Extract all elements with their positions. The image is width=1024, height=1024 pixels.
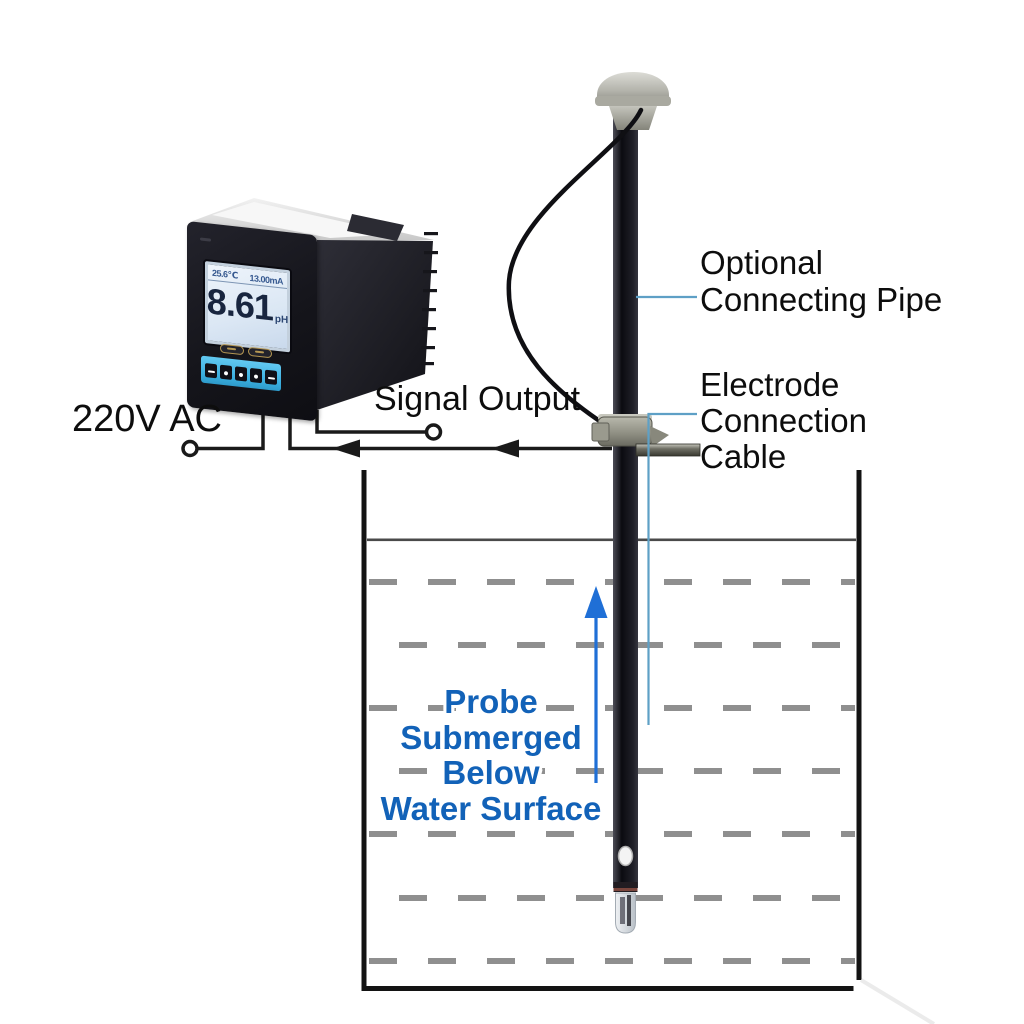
probe-assembly <box>506 72 701 934</box>
tank-right-wall <box>856 470 862 980</box>
water-dashes <box>369 579 855 964</box>
key-dot-icon <box>224 370 228 376</box>
water-tank <box>361 470 936 1024</box>
electrode-cable-curve <box>506 107 644 429</box>
tank-corner-shadow <box>859 978 936 1024</box>
keypad-button-1[interactable] <box>205 362 217 378</box>
lcd-reading-row: 8.61 pH <box>206 280 289 329</box>
power-terminal-circle <box>181 439 199 458</box>
keypad-button-3[interactable] <box>235 365 247 382</box>
signal-terminal-circle <box>424 423 443 441</box>
electrode-cable-label: Electrode Connection Cable <box>700 367 867 475</box>
optional-pipe-line-2: Connecting Pipe <box>700 281 943 318</box>
pipe-cap-neck <box>609 106 657 130</box>
controller-side-face <box>317 240 433 410</box>
probe-glass-tip <box>615 892 636 934</box>
water-surface-line <box>367 538 856 542</box>
signal-output-label: Signal Output <box>374 380 581 418</box>
probe-tip-streak-1 <box>620 897 625 924</box>
clamp-left-block <box>591 422 610 442</box>
probe-note-line-3: Below <box>442 754 540 791</box>
brand-mark <box>200 237 211 242</box>
pipe-cap-brim <box>595 96 671 106</box>
probe-note-line-4: Water Surface <box>380 789 602 827</box>
terminal-fins <box>421 232 438 366</box>
tank-left-wall <box>361 470 367 991</box>
keypad-button-4[interactable] <box>250 367 262 383</box>
tank-bottom <box>361 986 854 991</box>
flow-arrowhead-left-icon <box>332 439 360 458</box>
probe-note-line-2: Submerged <box>400 718 582 756</box>
key-dash-icon <box>267 376 275 380</box>
key-dash-icon <box>207 369 215 374</box>
electrode-cable-line-3: Cable <box>700 438 787 475</box>
controller-top-notch <box>347 214 404 241</box>
probe-sticker-oval <box>617 845 634 867</box>
probe-tip-ring <box>613 888 638 891</box>
electrode-cable-line-1: Electrode <box>700 366 840 403</box>
optional-pipe-label: Optional Connecting Pipe <box>700 244 942 318</box>
keypad-button-2[interactable] <box>220 364 232 380</box>
flow-arrowhead-right-icon <box>491 439 519 458</box>
power-wire <box>197 402 265 451</box>
key-dot-icon <box>239 372 243 377</box>
electrode-cable-bracket <box>647 412 697 725</box>
probe-tip-streak-2 <box>627 895 631 926</box>
optional-pipe-line-1: Optional <box>700 244 823 281</box>
lcd-display: 25.6℃ 13.00mA 8.61 pH <box>205 260 290 353</box>
function-button-2[interactable] <box>248 346 272 359</box>
probe-tip-collar <box>613 882 638 892</box>
leader-lines <box>636 295 697 725</box>
probe-submerged-note: Probe Submerged Below Water Surface <box>326 684 656 826</box>
holder-bar <box>635 443 701 457</box>
power-label: 220V AC <box>72 398 222 440</box>
clamp-right-wedge <box>650 426 669 447</box>
submerge-arrow-icon <box>584 586 608 783</box>
ph-reading-value: 8.61 <box>206 280 273 329</box>
ph-controller-front-panel: 25.6℃ 13.00mA 8.61 pH <box>187 221 317 422</box>
probe-note-line-1: Probe <box>444 683 538 720</box>
electrode-cable-line-2: Connection <box>700 402 867 439</box>
lcd-temperature: 25.6℃ <box>212 267 238 281</box>
function-button-1[interactable] <box>220 343 244 356</box>
signal-output-wire <box>315 410 426 434</box>
probe-pipe <box>613 104 638 888</box>
keypad-strip <box>201 355 281 392</box>
keypad-button-5[interactable] <box>265 369 277 385</box>
key-dot-icon <box>254 373 258 379</box>
ph-reading-unit: pH <box>274 313 289 327</box>
